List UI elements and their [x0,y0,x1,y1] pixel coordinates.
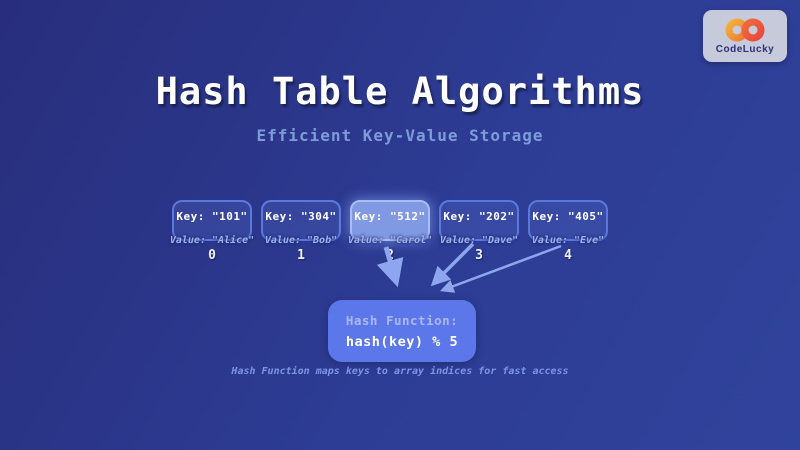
infinity-icon [725,18,765,42]
bucket-index-label: 0 [208,248,216,263]
page-title: Hash Table Algorithms [155,70,645,113]
bucket-value-label: Value: "Bob" [264,235,338,246]
page-subtitle: Efficient Key-Value Storage [256,126,544,145]
bucket-key-label: Key: "304" [265,210,337,223]
bucket-key-304: Key: "304" Value: "Bob" 1 [261,200,341,263]
bucket-key-101: Key: "101" Value: "Alice" 0 [170,200,254,263]
bucket-key-label: Key: "512" [354,210,426,223]
bucket-key-label: Key: "101" [176,210,248,223]
brand-name: CodeLucky [715,44,775,55]
bucket-index-label: 1 [297,248,305,263]
hash-function-formula: hash(key) % 5 [345,333,459,350]
bucket-value-label: Value: "Dave" [439,235,519,246]
bucket-value-label: Value: "Alice" [169,235,255,246]
bucket-row: Key: "101" Value: "Alice" 0 Key: "304" V… [170,200,608,263]
arrow-from-index-4 [439,244,562,293]
bucket-key-512-highlighted: Key: "512" Value: "Carol" 2 [348,200,432,263]
arrow-from-index-3 [430,242,475,287]
bucket-key-202: Key: "202" Value: "Dave" 3 [439,200,519,263]
hash-function-box: Hash Function: hash(key) % 5 [328,300,476,362]
bucket-key-label: Key: "405" [532,210,604,223]
brand-logo: CodeLucky [703,10,787,62]
bucket-index-label: 3 [475,248,483,263]
bucket-index-label: 2 [386,248,394,263]
bucket-value-label: Value: "Eve" [531,235,605,246]
bucket-key-label: Key: "202" [443,210,515,223]
bucket-key-405: Key: "405" Value: "Eve" 4 [528,200,608,263]
hash-function-label: Hash Function: [345,312,459,328]
bucket-value-label: Value: "Carol" [347,235,433,246]
caption: Hash Function maps keys to array indices… [231,366,569,377]
bucket-index-label: 4 [564,248,572,263]
